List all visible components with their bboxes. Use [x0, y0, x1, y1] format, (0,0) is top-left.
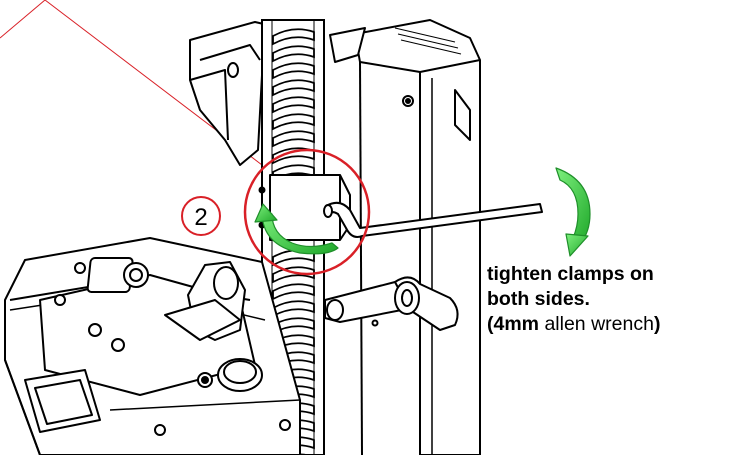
wrench-rotation-arrow	[555, 167, 591, 257]
callout-circle	[243, 148, 371, 276]
speaker-cabinet	[4, 237, 301, 455]
wrench-size: 4mm	[493, 313, 540, 335]
rear-housing	[354, 19, 481, 455]
coil-segment	[272, 300, 315, 318]
wrench-type: allen wrench	[539, 313, 654, 335]
paren-close: )	[653, 313, 661, 335]
step-badge: 2	[181, 196, 221, 236]
leader-line-left	[0, 0, 46, 39]
step-number: 2	[194, 204, 207, 231]
instruction-line-1: tighten clamps on	[487, 263, 654, 285]
coil-segment	[272, 266, 315, 284]
paren-open: (	[487, 313, 494, 335]
coil-segment	[272, 79, 315, 97]
coil-segment	[272, 283, 315, 301]
coil-segment	[272, 62, 315, 80]
instruction-caption: tighten clamps on both sides. (4mm allen…	[487, 262, 727, 337]
coil-segment	[272, 147, 315, 165]
instruction-line-2: both sides.	[487, 288, 590, 310]
tighten-rotation-arrow	[254, 203, 339, 255]
instruction-line-3: (4mm allen wrench)	[487, 312, 727, 337]
coil-segment	[272, 45, 315, 63]
allen-wrench	[323, 201, 543, 238]
clamp-lever	[324, 276, 459, 331]
coil-segment	[272, 113, 315, 131]
coil-segment	[272, 130, 315, 148]
coil-segment	[272, 28, 315, 46]
pole-mount-knob	[164, 261, 246, 341]
step-badge-circle	[181, 196, 221, 236]
coil-segment	[272, 96, 315, 114]
